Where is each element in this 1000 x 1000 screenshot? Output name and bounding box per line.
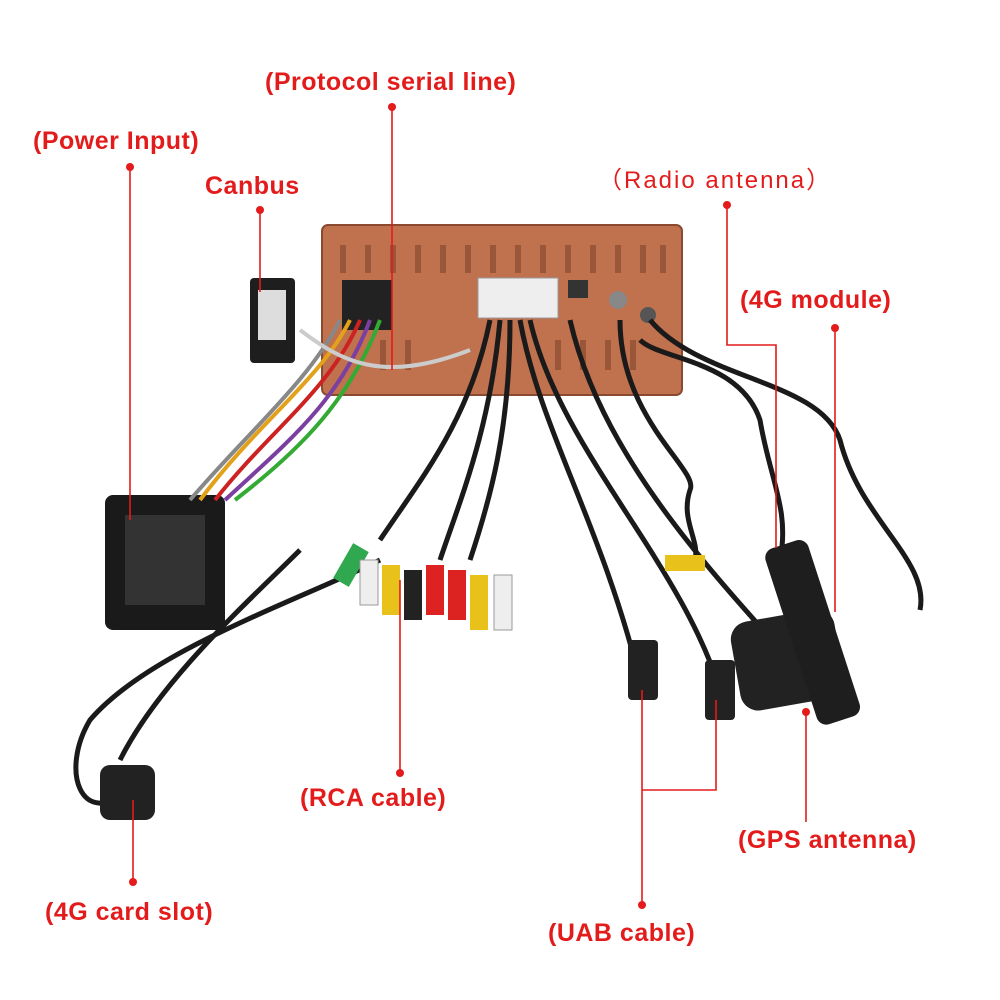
wire-harness bbox=[188, 319, 471, 502]
label-radio-antenna: （Radio antenna） bbox=[598, 167, 833, 194]
label-4g-module: (4G module) bbox=[740, 286, 892, 314]
label-protocol-serial-line: (Protocol serial line) bbox=[265, 68, 517, 96]
label-uab-cable: (UAB cable) bbox=[548, 919, 696, 947]
leader-dots bbox=[126, 103, 839, 909]
4g-module-antenna bbox=[765, 539, 861, 725]
rca-plugs bbox=[333, 543, 705, 631]
4g-card-slot-module bbox=[100, 765, 155, 820]
label-gps-antenna: (GPS antenna) bbox=[738, 826, 917, 854]
power-connector bbox=[105, 495, 225, 630]
label-canbus: Canbus bbox=[205, 172, 300, 200]
label-power-input: (Power Input) bbox=[33, 127, 200, 155]
cables bbox=[73, 318, 924, 806]
label-rca-cable: (RCA cable) bbox=[300, 784, 447, 812]
leader-lines bbox=[129, 107, 836, 905]
head-unit bbox=[321, 224, 683, 396]
label-4g-card-slot: (4G card slot) bbox=[45, 898, 214, 926]
